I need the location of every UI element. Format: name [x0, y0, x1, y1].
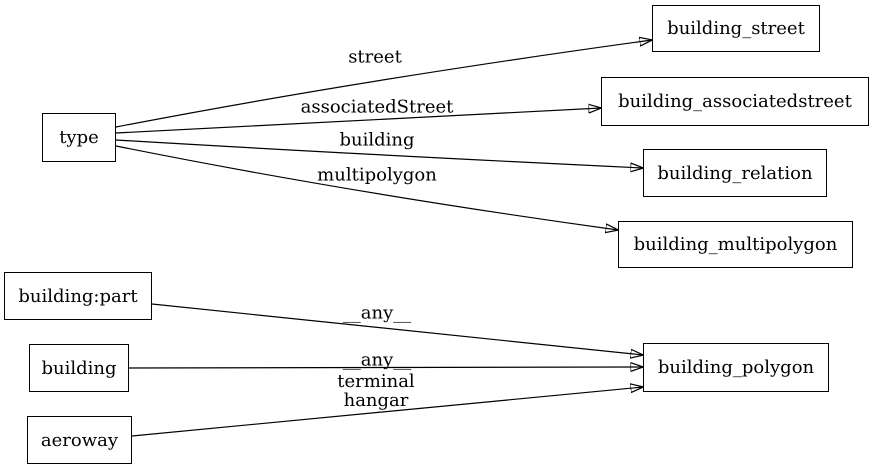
node-building-street-label: building_street: [667, 18, 805, 39]
node-building-polygon: building_polygon: [643, 343, 829, 392]
node-type: type: [42, 113, 116, 162]
edge-type-to-building-relation: [115, 139, 643, 168]
node-aeroway: aeroway: [27, 416, 132, 464]
edge-label-any-from-building: __any__: [342, 349, 412, 371]
node-building-multipolygon-label: building_multipolygon: [633, 234, 838, 255]
edge-building-to-building-polygon: [128, 367, 643, 368]
edge-label-multipolygon: multipolygon: [317, 164, 437, 186]
node-type-label: type: [59, 127, 99, 148]
edge-label-terminal: terminal: [337, 371, 415, 392]
node-aeroway-label: aeroway: [40, 429, 119, 451]
node-building-associatedstreet: building_associatedstreet: [601, 77, 869, 126]
edge-building-part-to-building-polygon: [151, 303, 643, 355]
node-building-part: building:part: [4, 272, 152, 320]
node-building-label: building: [41, 357, 117, 379]
node-building-polygon-label: building_polygon: [657, 357, 815, 378]
node-building-associatedstreet-label: building_associatedstreet: [618, 91, 852, 112]
edge-label-associatedstreet: associatedStreet: [300, 96, 454, 118]
edge-label-hangar: hangar: [343, 390, 409, 411]
edge-label-building: building: [339, 129, 415, 151]
edge-type-to-building-multipolygon: [115, 145, 618, 230]
node-building-relation-label: building_relation: [657, 162, 813, 184]
edge-type-to-building-associatedstreet: [115, 108, 601, 134]
edge-aeroway-to-building-polygon: [131, 387, 643, 437]
node-building-relation: building_relation: [643, 149, 827, 197]
node-building: building: [29, 344, 129, 392]
edge-label-street: street: [348, 46, 402, 68]
edge-label-terminal-hangar: terminal hangar: [337, 372, 414, 410]
node-building-multipolygon: building_multipolygon: [618, 221, 853, 268]
node-building-part-label: building:part: [18, 285, 138, 307]
edge-label-any-from-building-part: __any__: [342, 302, 412, 324]
edge-type-to-building-street: [115, 40, 652, 128]
node-building-street: building_street: [652, 5, 820, 52]
